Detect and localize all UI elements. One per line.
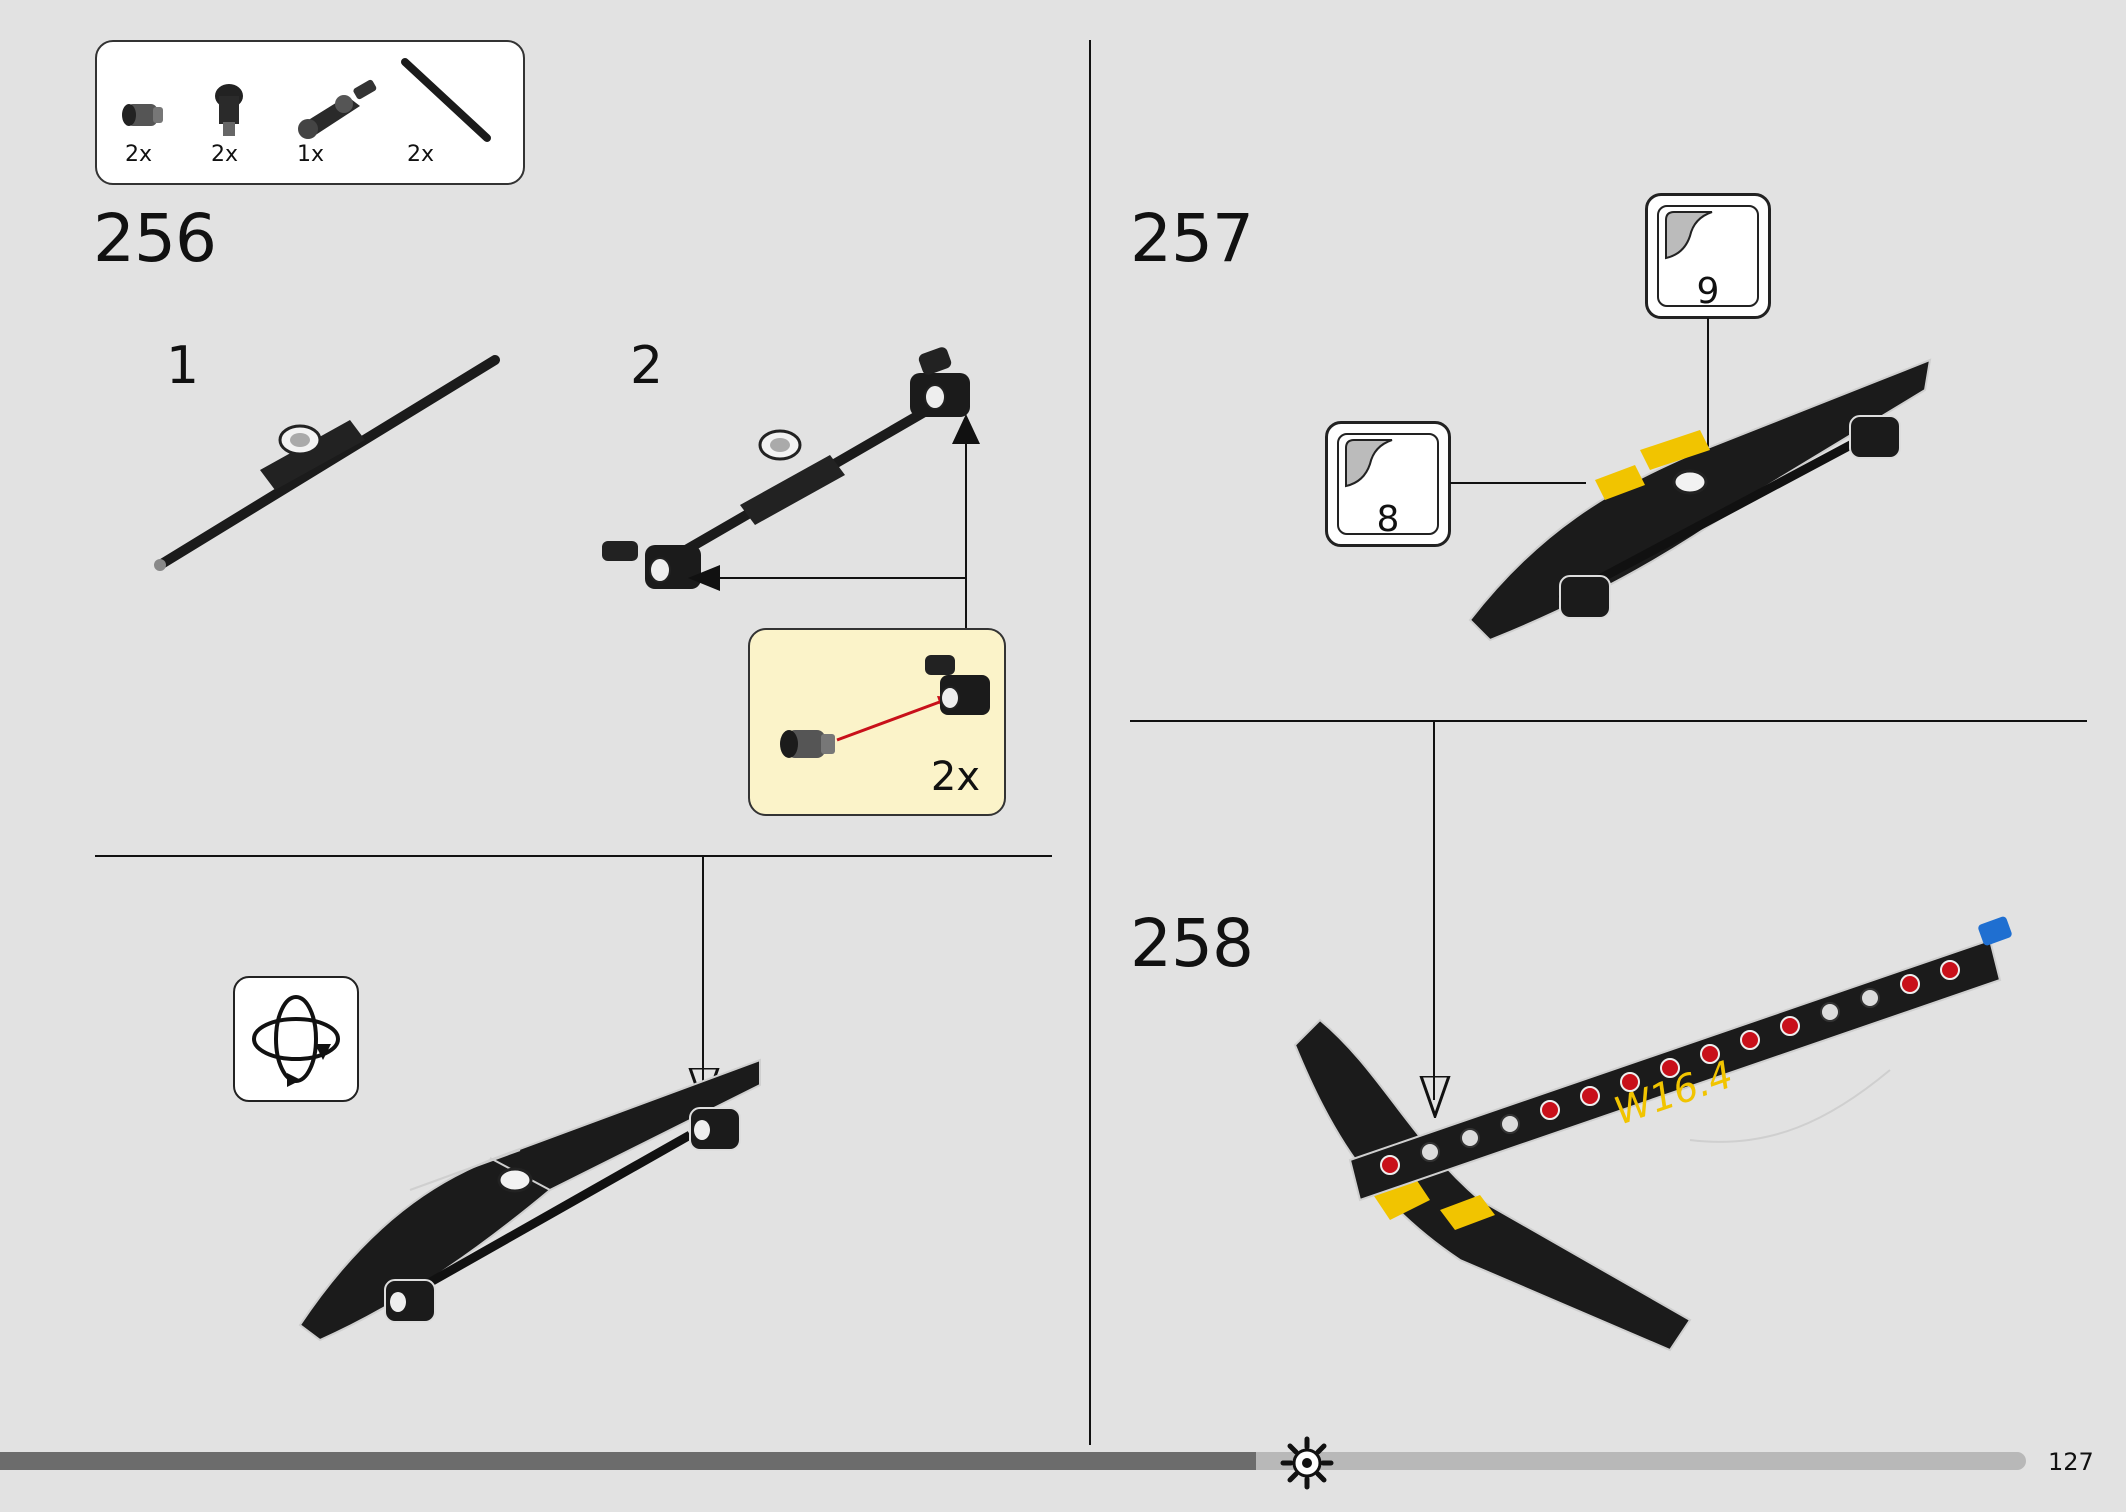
step-divider xyxy=(1130,720,2087,722)
angle-connector-icon xyxy=(215,84,243,136)
callout-quantity: 2x xyxy=(930,754,980,800)
substep-2-assembly xyxy=(602,347,970,589)
sticker-number: 9 xyxy=(1696,271,1720,312)
arrow-left-icon xyxy=(688,565,720,591)
substep-1-assembly xyxy=(154,355,500,571)
rotate-icon xyxy=(252,995,340,1087)
step-257-assembly xyxy=(1468,358,1932,642)
part-qty: 2x xyxy=(125,142,153,167)
callout-arrow-line xyxy=(965,430,967,630)
step-256-result-assembly xyxy=(298,1058,761,1342)
step-258-assembly: W16.4 xyxy=(1293,916,2012,1352)
assembly-pointer-line xyxy=(702,855,704,1105)
step-number-258: 258 xyxy=(1130,905,1254,982)
pin-connector-icon xyxy=(122,104,163,126)
part-qty: 1x xyxy=(297,142,325,167)
arrow-up-icon xyxy=(952,414,980,444)
assembly-pointer-line xyxy=(1433,720,1435,1100)
arrow-down-icon xyxy=(1419,1076,1451,1118)
sticker-8-box: 8 xyxy=(1325,421,1451,547)
sticker-icon xyxy=(1337,433,1439,535)
column-divider xyxy=(1089,40,1091,1445)
step-divider xyxy=(95,855,1052,857)
substep-number-1: 1 xyxy=(166,336,200,396)
substep-number-2: 2 xyxy=(630,336,664,396)
axle-connector-icon xyxy=(298,79,377,139)
sticker-9-box: 9 xyxy=(1645,193,1771,319)
rotate-model-box xyxy=(233,976,359,1102)
axle-icon xyxy=(401,58,491,142)
sticker-peel-icon xyxy=(1665,211,1713,260)
step-number-257: 257 xyxy=(1130,200,1254,277)
progress-bar-fill xyxy=(0,1452,1256,1470)
yellow-stripe-sticker xyxy=(1640,430,1710,470)
pin-into-connector-illustration xyxy=(780,655,990,758)
part-qty: 2x xyxy=(407,142,435,167)
sub-assembly-callout: 2x xyxy=(748,628,1006,816)
page-number: 127 xyxy=(2048,1448,2094,1476)
sticker-pointer-line xyxy=(1707,318,1709,448)
yellow-stripe-sticker xyxy=(1595,465,1645,500)
gear-icon xyxy=(1280,1436,1334,1490)
callout-arrow-line xyxy=(705,577,967,579)
step-number-256: 256 xyxy=(93,200,217,277)
parts-list: 2x 2x 1x 2x xyxy=(95,40,525,185)
part-qty: 2x xyxy=(211,142,239,167)
sticker-icon xyxy=(1657,205,1759,307)
sticker-pointer-line xyxy=(1450,482,1586,484)
sticker-number: 8 xyxy=(1376,499,1400,540)
sticker-peel-icon xyxy=(1345,439,1393,488)
